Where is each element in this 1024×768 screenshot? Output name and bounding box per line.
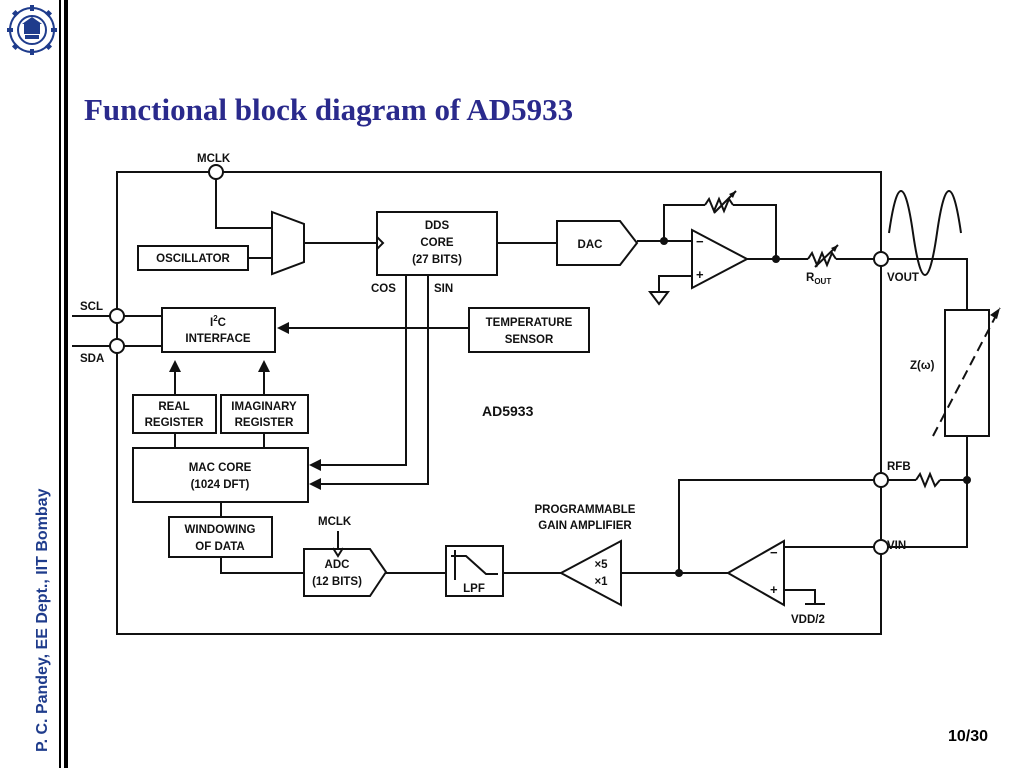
rfb-resistor (915, 471, 941, 489)
pga-block (558, 539, 622, 607)
scl-pin (109, 308, 125, 324)
i2c-label-line2: INTERFACE (185, 333, 251, 345)
rout-resistor (807, 250, 837, 268)
chip-name-label: AD5933 (482, 403, 534, 419)
sda-pin (109, 338, 125, 354)
cos-label: COS (371, 283, 396, 295)
real-register-line2: REGISTER (145, 417, 204, 429)
sda-pin-label: SDA (80, 353, 104, 365)
vout-pin-label: VOUT (887, 272, 919, 284)
temperature-sensor-block (468, 307, 590, 353)
adc-block (303, 548, 388, 597)
mac-label-line1: MAC CORE (189, 462, 252, 474)
vdd2-label: VDD/2 (791, 614, 825, 626)
windowing-block (168, 516, 273, 558)
real-register-line1: REAL (158, 401, 189, 413)
imaginary-register-line1: IMAGINARY (231, 401, 297, 413)
cos-to-mac-wire (314, 275, 407, 466)
rfb-feedback-wire (678, 479, 874, 573)
opamp-plus: + (696, 267, 704, 282)
page-number: 10/30 (948, 728, 989, 745)
mclk-pin-label: MCLK (197, 153, 231, 165)
imag-to-i2c-arrowhead (258, 360, 270, 372)
temp-to-i2c-arrowhead (277, 322, 289, 334)
windowing-label-line1: WINDOWING (185, 524, 256, 536)
mac-core-block (132, 447, 309, 503)
rout-label: ROUT (806, 272, 831, 286)
page-title: Functional block diagram of AD5933 (84, 92, 574, 127)
variable-impedance-arrow (932, 307, 1001, 437)
real-register-block (132, 394, 217, 434)
impedance-arrowhead (990, 308, 1000, 319)
windowing-label-line2: OF DATA (195, 541, 244, 553)
receive-amplifier (725, 539, 785, 607)
pga-gain-5: ×5 (594, 559, 608, 571)
rfb-pin (873, 472, 889, 488)
i2c-label-line1: I2C (210, 314, 226, 329)
i2c-interface-block (161, 307, 276, 353)
opamp-plus-to-ground-wire (658, 275, 692, 291)
imaginary-register-line2: REGISTER (235, 417, 294, 429)
dds-clock-marker (376, 236, 385, 250)
dds-label-line3: (27 BITS) (412, 254, 462, 266)
sidebar-rule-thick (64, 0, 68, 768)
scl-pin-label: SCL (80, 301, 103, 313)
sidebar-rule (59, 0, 61, 768)
adc-clock-marker (332, 547, 344, 558)
output-junction-dot (772, 255, 780, 263)
vdd2-wire (784, 589, 816, 604)
real-to-i2c-arrowhead (169, 360, 181, 372)
mclk-pin (208, 164, 224, 180)
pga-junction-dot (675, 569, 683, 577)
clock-mux (271, 210, 305, 276)
sine-wave-icon (888, 190, 962, 276)
receive-amp-plus: + (770, 582, 778, 597)
lpf-label: LPF (463, 583, 485, 595)
temp-sensor-line2: SENSOR (505, 334, 554, 346)
output-opamp (691, 228, 750, 290)
impedance-element (944, 309, 990, 437)
receive-amp-minus: − (770, 545, 778, 560)
load-to-vin-wire (881, 436, 968, 548)
ground-symbol (648, 291, 670, 306)
mclk-wire (215, 172, 272, 229)
vout-to-load-wire (881, 258, 968, 310)
feedback-wire-left (663, 204, 705, 241)
chip-outline (116, 171, 882, 635)
mac-label-line2: (1024 DFT) (191, 479, 250, 491)
dac-block (556, 220, 639, 266)
rfb-junction-dot (963, 476, 971, 484)
vin-pin-label: VIN (887, 540, 906, 552)
opamp-minus: − (696, 234, 704, 249)
oscillator-label: OSCILLATOR (156, 253, 230, 265)
oscillator-block (137, 245, 249, 271)
pga-caption-line1: PROGRAMMABLE (535, 504, 636, 516)
lpf-response-curve (451, 555, 498, 575)
rout-arrowhead (831, 245, 838, 252)
sin-arrowhead (309, 478, 321, 490)
adc-to-windowing-wire (220, 557, 304, 574)
imaginary-register-block (220, 394, 309, 434)
dds-label-line2: CORE (420, 237, 454, 249)
pga-caption-line2: GAIN AMPLIFIER (538, 520, 632, 532)
vin-pin (873, 539, 889, 555)
adc-mclk-label: MCLK (318, 516, 352, 528)
feedback-wire-right (733, 204, 777, 259)
impedance-label: Z(ω) (910, 360, 935, 372)
institute-seal-logo (7, 5, 57, 55)
sin-label: SIN (434, 283, 453, 295)
temp-sensor-line1: TEMPERATURE (486, 317, 573, 329)
dds-label-line1: DDS (425, 220, 450, 232)
vout-pin (873, 251, 889, 267)
pga-gain-1: ×1 (594, 576, 608, 588)
rfb-pin-label: RFB (887, 461, 911, 473)
sin-to-mac-wire (314, 275, 429, 485)
feedback-arrowhead (729, 191, 736, 198)
adc-label-line1: ADC (325, 559, 350, 571)
cos-arrowhead (309, 459, 321, 471)
adc-label-line2: (12 BITS) (312, 576, 362, 588)
dac-label: DAC (578, 239, 603, 251)
